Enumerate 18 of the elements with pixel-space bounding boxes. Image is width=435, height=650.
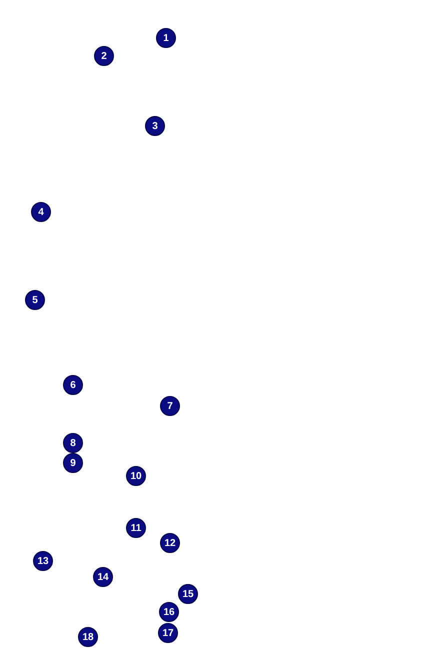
- callout-number: 8: [63, 433, 83, 453]
- callout-number: 9: [63, 453, 83, 473]
- callout-number: 10: [126, 466, 146, 486]
- callout-number: 13: [33, 551, 53, 571]
- callout-number: 1: [156, 28, 176, 48]
- callout-number: 2: [94, 46, 114, 66]
- callout-number: 5: [25, 290, 45, 310]
- callout-number: 3: [145, 116, 165, 136]
- callout-number: 16: [159, 602, 179, 622]
- callout-number: 15: [178, 584, 198, 604]
- callout-number: 14: [93, 567, 113, 587]
- callout-number: 7: [160, 396, 180, 416]
- callout-number: 18: [78, 627, 98, 647]
- callout-number: 12: [160, 533, 180, 553]
- callout-number: 6: [63, 375, 83, 395]
- callout-number: 4: [31, 202, 51, 222]
- callout-number: 17: [158, 623, 178, 643]
- callout-number: 11: [126, 518, 146, 538]
